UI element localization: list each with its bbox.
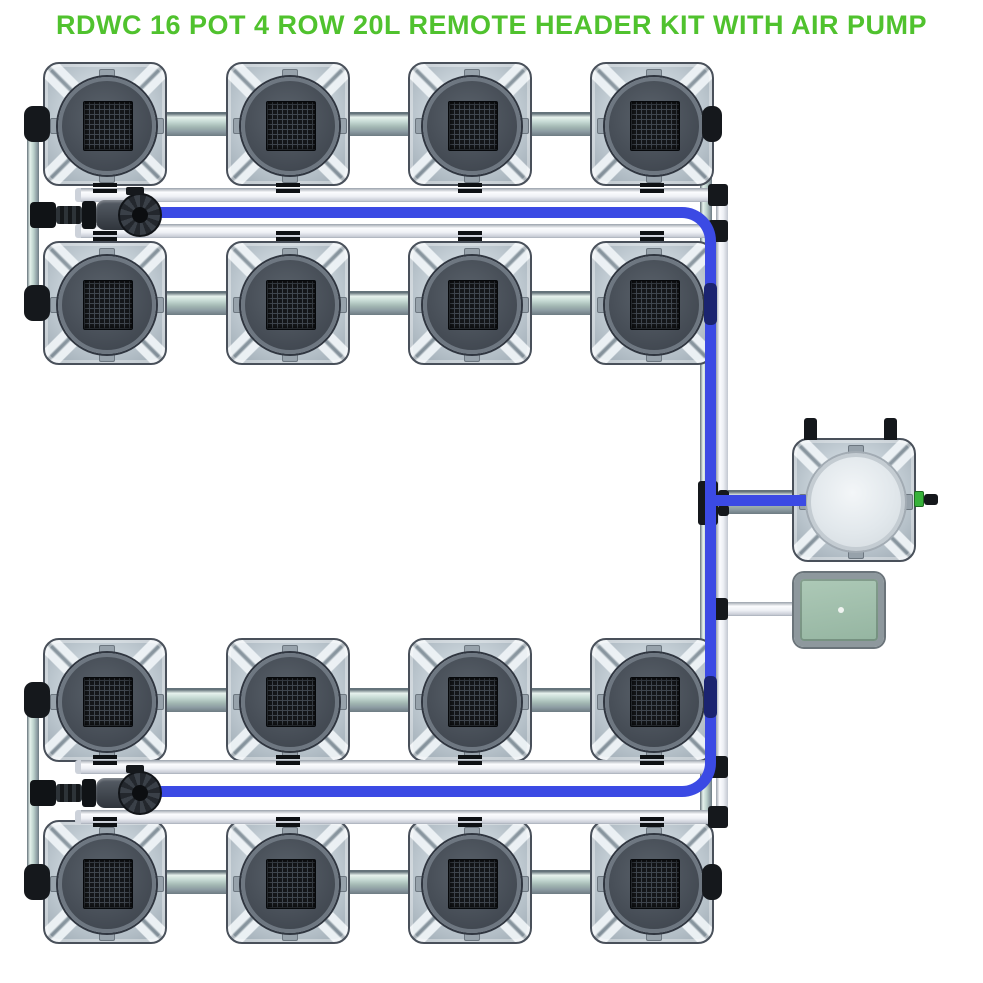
- elbow-fitting: [702, 864, 722, 900]
- pot-r2-c2: [226, 241, 350, 365]
- tank-float-post: [804, 418, 817, 440]
- return-pipe: [80, 760, 722, 774]
- pipe-fitting: [93, 817, 117, 830]
- net-pot-mesh: [448, 677, 498, 727]
- pipe-fitting: [458, 817, 482, 830]
- net-pot-mesh: [266, 677, 316, 727]
- product-title: RDWC 16 POT 4 ROW 20L REMOTE HEADER KIT …: [55, 10, 928, 40]
- pipe-fitting: [458, 755, 482, 768]
- net-pot-mesh: [630, 859, 680, 909]
- blue-return-tube: [148, 207, 716, 797]
- elbow-fitting: [702, 106, 722, 142]
- pump-inlet-valve: [56, 206, 82, 224]
- pot-r4-c3: [408, 820, 532, 944]
- pipe-fitting: [93, 231, 117, 244]
- pot-r1-c3: [408, 62, 532, 186]
- net-pot-mesh: [448, 280, 498, 330]
- tank-outlet-valve: [914, 491, 924, 507]
- air-pump-led: [838, 607, 844, 613]
- pot-r1-c1: [43, 62, 167, 186]
- air-pump: [794, 573, 884, 647]
- return-pipe: [80, 810, 722, 824]
- pot-lid: [605, 653, 703, 751]
- pot-r4-c4: [590, 820, 714, 944]
- elbow-fitting: [708, 184, 728, 206]
- pipe-end-cap: [75, 224, 81, 238]
- pipe-fitting: [640, 755, 664, 768]
- net-pot-mesh: [630, 677, 680, 727]
- pipe-fitting: [276, 231, 300, 244]
- net-pot-mesh: [448, 859, 498, 909]
- net-pot-mesh: [266, 859, 316, 909]
- pump-collar: [82, 779, 96, 807]
- elbow-fitting: [708, 806, 728, 828]
- pipe-fitting: [93, 755, 117, 768]
- elbow-fitting: [24, 285, 50, 321]
- pot-r1-c4: [590, 62, 714, 186]
- pipe-fitting: [93, 183, 117, 196]
- net-pot-mesh: [448, 101, 498, 151]
- pipe-fitting: [276, 817, 300, 830]
- tank-lid: [807, 453, 905, 551]
- elbow-fitting: [24, 106, 50, 142]
- pipe-fitting: [640, 183, 664, 196]
- pipe-end-cap: [75, 810, 81, 824]
- return-pipe: [80, 224, 722, 238]
- pump-tee-fitting: [30, 202, 56, 228]
- pipe-end-cap: [75, 760, 81, 774]
- pipe-fitting: [640, 817, 664, 830]
- pipe-end-cap: [75, 188, 81, 202]
- pump-impeller-core: [132, 785, 148, 801]
- pump-impeller-core: [132, 207, 148, 223]
- net-pot-mesh: [630, 101, 680, 151]
- elbow-fitting: [24, 682, 50, 718]
- pump-outlet-nub: [126, 187, 144, 195]
- pot-r4-c1: [43, 820, 167, 944]
- pot-r4-c2: [226, 820, 350, 944]
- net-pot-mesh: [83, 280, 133, 330]
- tank-outlet-fitting: [924, 494, 938, 505]
- pot-r1-c2: [226, 62, 350, 186]
- pot-lid: [605, 256, 703, 354]
- pot-r2-c1: [43, 241, 167, 365]
- net-pot-mesh: [83, 101, 133, 151]
- pot-r3-c1: [43, 638, 167, 762]
- header-feed-tube: [716, 495, 806, 506]
- pot-r3-c4: [590, 638, 714, 762]
- pipe-fitting: [458, 231, 482, 244]
- pot-r2-c3: [408, 241, 532, 365]
- pot-r3-c3: [408, 638, 532, 762]
- tube-coupler: [704, 283, 717, 325]
- net-pot-mesh: [630, 280, 680, 330]
- pipe-fitting: [276, 183, 300, 196]
- pump-inlet-valve: [56, 784, 82, 802]
- water-pump: [26, 765, 166, 821]
- water-pump: [26, 187, 166, 243]
- tube-coupler: [704, 676, 717, 718]
- pipe-fitting: [458, 183, 482, 196]
- pump-collar: [82, 201, 96, 229]
- tank-float-post: [884, 418, 897, 440]
- pot-r3-c2: [226, 638, 350, 762]
- tee-nub: [718, 505, 729, 516]
- net-pot-mesh: [83, 859, 133, 909]
- air-pump-feed-pipe: [722, 602, 794, 616]
- net-pot-mesh: [266, 280, 316, 330]
- pipe-fitting: [276, 755, 300, 768]
- net-pot-mesh: [266, 101, 316, 151]
- pump-tee-fitting: [30, 780, 56, 806]
- elbow-fitting: [24, 864, 50, 900]
- header-tank: [792, 438, 916, 562]
- return-pipe: [80, 188, 722, 202]
- pump-outlet-nub: [126, 765, 144, 773]
- pot-lid: [58, 653, 156, 751]
- net-pot-mesh: [83, 677, 133, 727]
- pipe-fitting: [640, 231, 664, 244]
